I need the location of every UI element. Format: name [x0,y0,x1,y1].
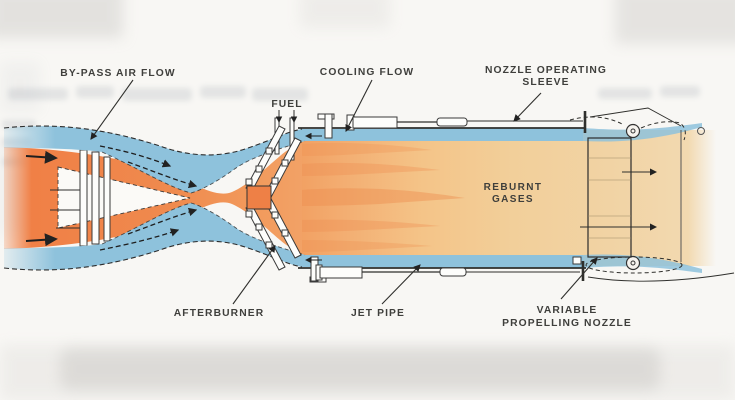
reburnt-gases-label-line1: REBURNT [484,182,543,193]
turbine-blade [103,156,111,242]
flame-holder-gutters [245,147,289,249]
jet-pipe-interior [298,130,716,266]
bypass-air-flow-label: BY-PASS AIR FLOW [60,68,175,79]
nozzle-actuator-bottom [309,255,735,283]
afterburner-spray-bars [245,117,302,271]
variable-nozzle-label-line1: VARIABLE [537,305,598,316]
annotations: BY-PASS AIR FLOW COOLING FLOW NOZZLE OPE… [60,65,632,329]
cooling-flow-label: COOLING FLOW [320,67,414,78]
variable-nozzle-frame [580,130,682,262]
jet-pipe-label: JET PIPE [351,308,405,319]
turbine-blade [91,151,100,245]
exhaust-cone [57,166,191,229]
fuel-label: FUEL [271,99,302,110]
flow-arrows [25,132,322,264]
turbine-blade [79,149,88,247]
nozzle-sleeve-label-line2: SLEEVE [522,77,569,88]
nozzle-sleeve-label-line1: NOZZLE OPERATING [485,65,607,76]
variable-nozzle-label-line2: PROPELLING NOZZLE [502,318,632,329]
cooling-film-exit-bottom [583,254,702,273]
nozzle-hinge-top [625,123,641,139]
cooling-film-exit-top [583,123,702,142]
spray-hub [246,185,272,210]
reburnt-gases-label-line2: GASES [492,194,534,205]
flame-streaks [300,142,465,252]
afterburner-label: AFTERBURNER [174,308,264,319]
ghost-text-band [2,86,700,166]
nozzle-hinge-bottom [625,255,641,271]
